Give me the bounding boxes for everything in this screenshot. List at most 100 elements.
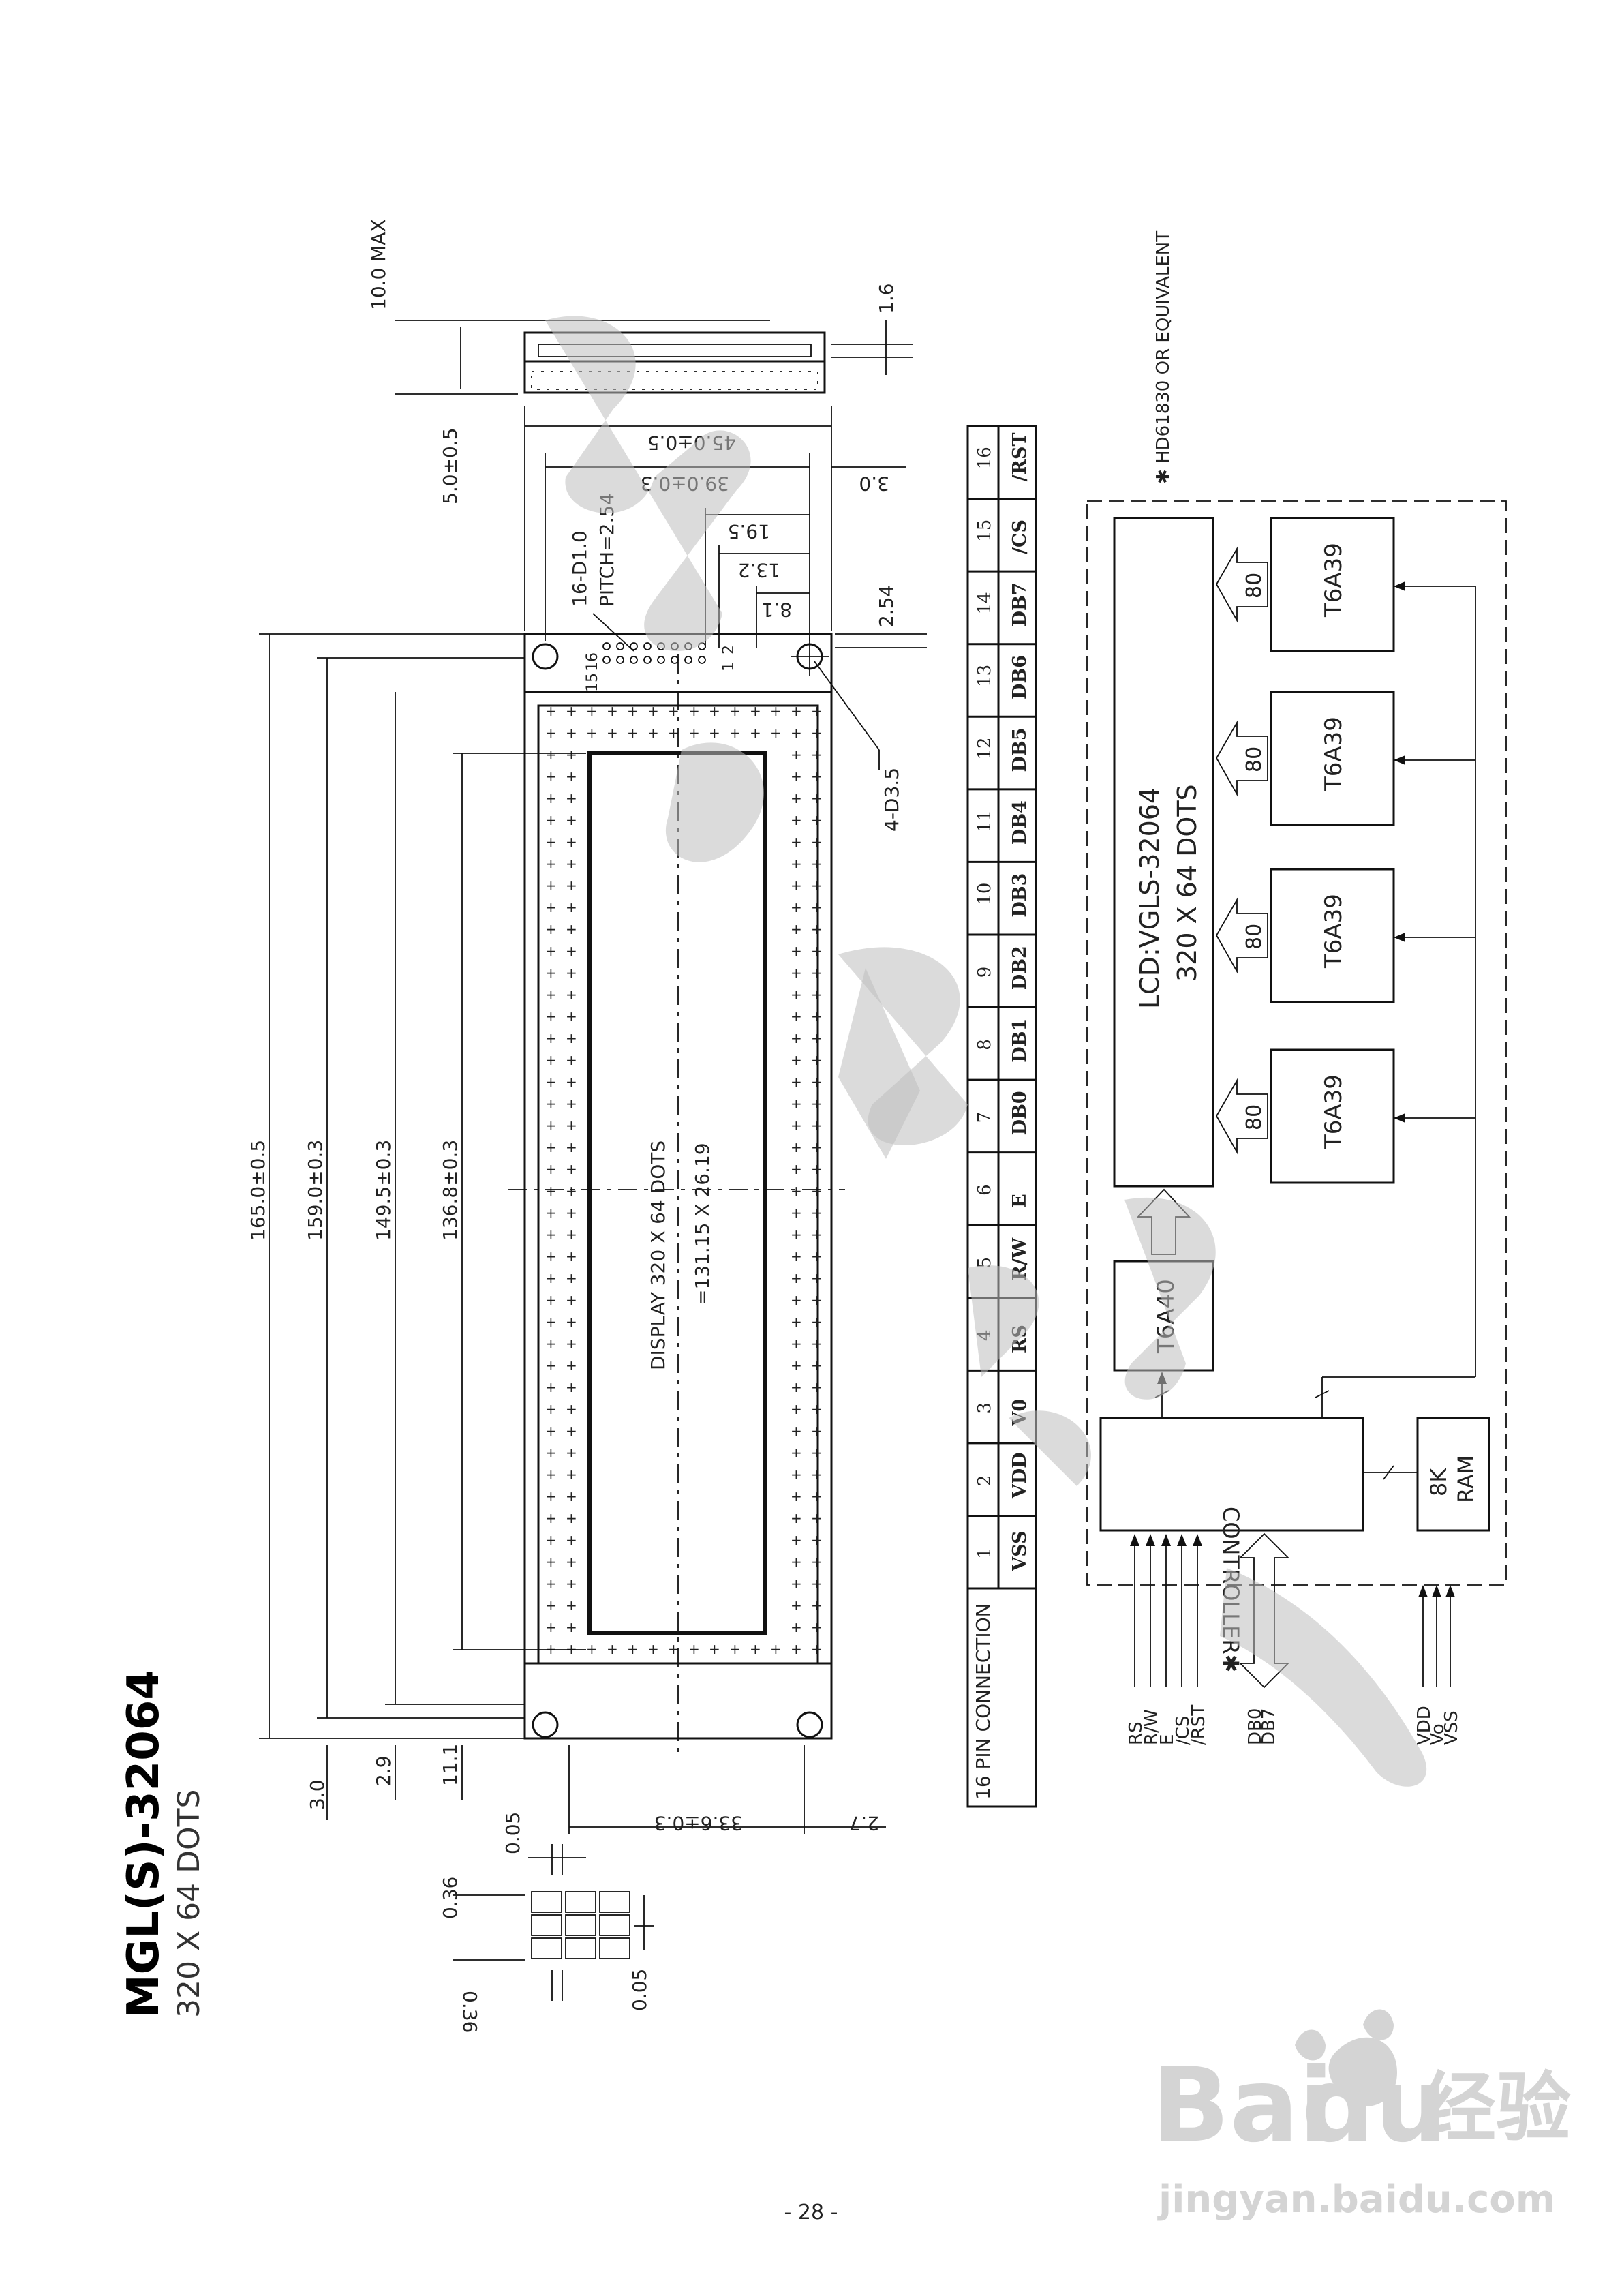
connector-pad [630, 642, 638, 650]
segment-driver-label: T6A39 [1320, 894, 1347, 969]
plus-mark: + [668, 1641, 679, 1657]
plus-mark: + [566, 1379, 577, 1395]
plus-mark: + [586, 1641, 598, 1657]
plus-mark: + [566, 790, 577, 806]
dim-dot-size-b: 0.36 [459, 1991, 481, 2033]
plus-mark: + [811, 1335, 823, 1352]
plus-mark: + [811, 1139, 823, 1155]
plus-mark: + [791, 1030, 802, 1046]
pin-number: 7 [975, 1112, 995, 1123]
plus-mark: + [545, 1554, 557, 1570]
pin-number: 1 [975, 1547, 995, 1559]
dim-mount-holes: 4-D3.5 [881, 768, 903, 832]
plus-mark: + [647, 1641, 659, 1657]
plus-mark: + [545, 1423, 557, 1439]
plus-mark: + [545, 1335, 557, 1352]
plus-mark: + [545, 1379, 557, 1395]
plus-mark: + [545, 768, 557, 785]
plus-mark: + [566, 1052, 577, 1068]
plus-mark: + [607, 725, 618, 741]
plus-mark: + [566, 1096, 577, 1112]
plus-mark: + [545, 1314, 557, 1330]
plus-mark: + [791, 1466, 802, 1483]
plus-mark: + [791, 856, 802, 872]
plus-mark: + [791, 1619, 802, 1635]
plus-mark: + [709, 703, 720, 719]
plus-mark: + [566, 1292, 577, 1308]
dim-pcb-thickness: 1.6 [875, 283, 898, 314]
pin-label-1: 1 [720, 662, 737, 671]
plus-mark: + [545, 703, 557, 719]
plus-mark: + [791, 1052, 802, 1068]
plus-mark: + [791, 1226, 802, 1243]
plus-mark: + [566, 1619, 577, 1635]
dim-conn-8-1: 8.1 [761, 599, 792, 621]
connector-pad [643, 642, 652, 650]
dot-cell [565, 1914, 596, 1936]
plus-mark: + [791, 1205, 802, 1221]
pin-signal: VSS [1009, 1530, 1030, 1571]
drawing-subtitle: 320 X 64 DOTS [172, 1789, 206, 2018]
plus-mark: + [811, 790, 823, 806]
bus-width-label: 80 [1242, 1104, 1266, 1130]
plus-mark: + [811, 1466, 823, 1483]
pin-number: 3 [975, 1402, 995, 1414]
bus-width-label: 80 [1242, 573, 1266, 599]
mount-hole [796, 1711, 823, 1738]
connector-pad [684, 656, 692, 664]
plus-mark: + [688, 703, 700, 719]
plus-mark: + [545, 1205, 557, 1221]
watermark-url: jingyan.baidu.com [1157, 2177, 1555, 2222]
pin-signal: DB7 [1009, 582, 1030, 626]
pin-number: 12 [975, 737, 995, 759]
plus-mark: + [566, 1357, 577, 1374]
signal-label: /CS [1173, 1716, 1193, 1745]
pin-table-header: 16 PIN CONNECTION [972, 1603, 994, 1800]
signal-label: RS [1126, 1721, 1146, 1745]
dim-bottom-3: 3.0 [306, 1779, 328, 1810]
plus-mark: + [545, 1008, 557, 1025]
plus-mark: + [545, 877, 557, 894]
pin-label-15: 15 [584, 673, 601, 692]
dot-cell [599, 1937, 630, 1959]
plus-mark: + [811, 1183, 823, 1199]
display-size: =131.15 X 26.19 [691, 1143, 714, 1305]
plus-mark: + [811, 943, 823, 959]
plus-mark: + [750, 703, 761, 719]
controller-block [1099, 1417, 1364, 1532]
dim-view-width: 33.6±0.3 [654, 1812, 743, 1834]
pin-label-16: 16 [584, 652, 601, 671]
plus-mark: + [545, 1139, 557, 1155]
plus-mark: + [811, 1575, 823, 1592]
connector-pad [602, 642, 611, 650]
plus-mark: + [545, 1401, 557, 1417]
plus-mark: + [545, 856, 557, 872]
plus-mark: + [545, 899, 557, 916]
plus-mark: + [791, 1074, 802, 1090]
dim-max-thickness: 10.0 MAX [367, 219, 390, 310]
connector-pad [657, 656, 665, 664]
plus-mark: + [688, 1641, 700, 1657]
segment-driver-block [1270, 1048, 1395, 1184]
signal-label: E [1157, 1734, 1178, 1745]
bus-width-label: 80 [1242, 924, 1266, 950]
plus-mark: + [566, 1117, 577, 1134]
segment-driver-label: T6A39 [1320, 543, 1347, 618]
plus-mark: + [545, 1510, 557, 1526]
plus-mark: + [545, 1183, 557, 1199]
plus-mark: + [791, 1161, 802, 1177]
plus-mark: + [811, 746, 823, 763]
plus-mark: + [566, 834, 577, 850]
plus-mark: + [811, 986, 823, 1003]
plus-mark: + [791, 1008, 802, 1025]
plus-mark: + [811, 725, 823, 741]
bezel-texture: + + + + + + + + + + + + + + + + + + + + + + + + + + + + + + + + + + + + + + + +… [545, 703, 823, 1657]
plus-mark: + [545, 1641, 557, 1657]
plus-mark: + [566, 1554, 577, 1570]
plus-mark: + [566, 1008, 577, 1025]
pin-signal: E [1009, 1194, 1030, 1208]
plus-mark: + [668, 725, 679, 741]
dot-cell [565, 1937, 596, 1959]
dim-outline-length: 165.0±0.5 [247, 1140, 269, 1241]
